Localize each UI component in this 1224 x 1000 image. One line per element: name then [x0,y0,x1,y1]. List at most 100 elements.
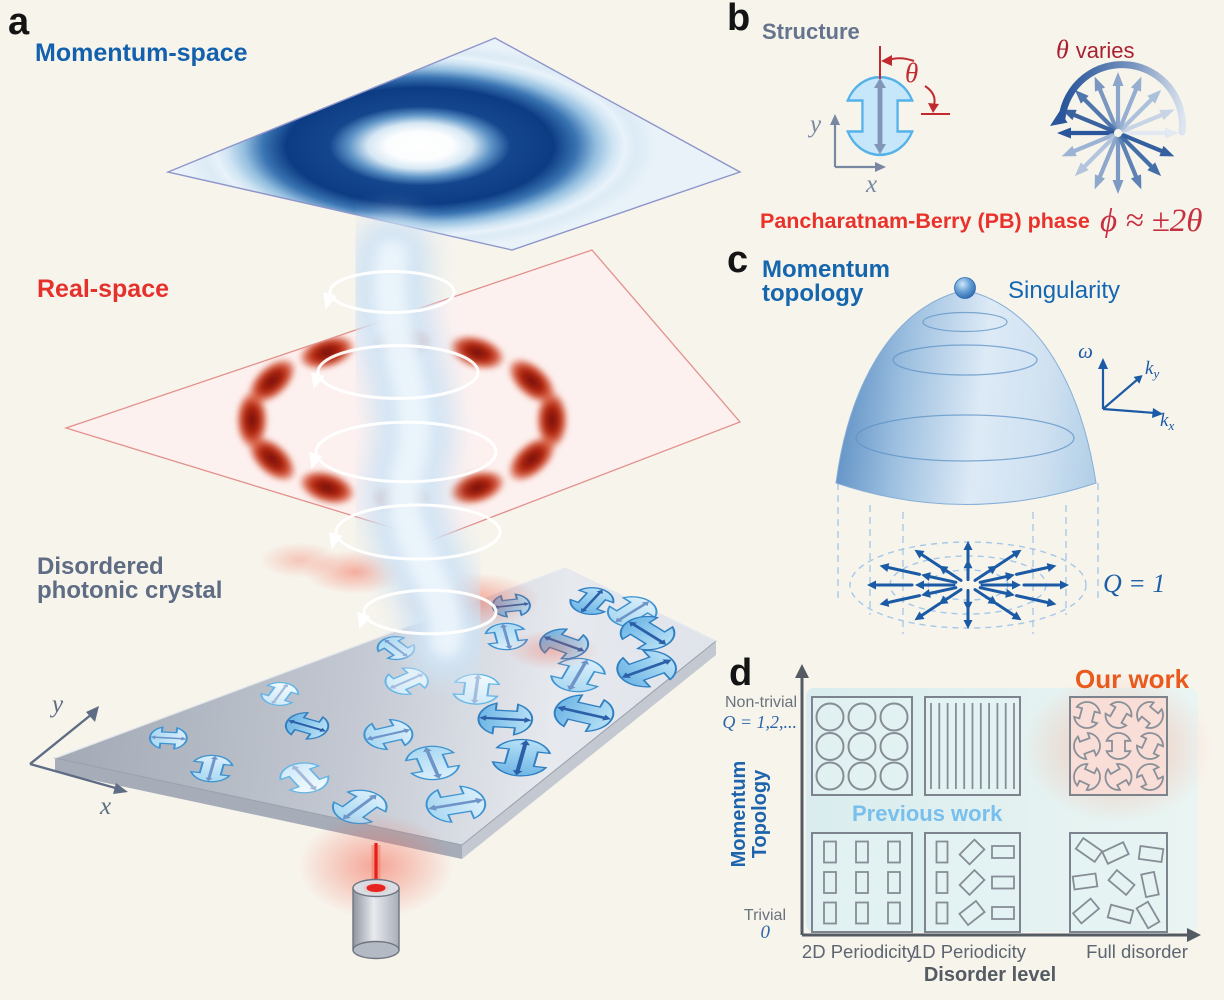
field-vector [994,553,1016,569]
slab-side-right [462,641,716,859]
box-contents [815,701,1165,930]
atom-arrow-head-icon [512,770,523,776]
rect-atom [823,871,837,894]
structure-title: Structure [762,19,860,44]
field-vector-head-icon [1011,611,1022,621]
meta-atom [260,681,300,706]
field-vector-head-icon [879,563,890,572]
star-arrow [1120,97,1154,131]
atom-arrow-head-icon [657,639,667,645]
field-vector-head-icon [938,565,949,575]
circle-atom [815,761,845,791]
panel-a-letter: a [8,1,30,43]
ibeam-outline [1104,701,1133,729]
crystal-label-line2: photonic crystal [37,577,222,604]
panel-a: y x a Momentum-space Real-space Disorder… [8,1,742,960]
atom-arrow-head-icon [403,728,411,734]
meta-atom-array [148,587,677,825]
random-rect-atom [1135,900,1161,930]
field-vector-head-icon [963,619,973,629]
atom-arrow-shaft [370,729,407,740]
k-symbol: k [1145,358,1154,379]
panel-d-letter: d [729,652,752,694]
helix-loop [316,344,480,400]
field-vector [928,586,958,595]
meta-atom [553,694,615,732]
y-axis-line [29,713,93,765]
atom-arrow-shaft [425,750,440,776]
kx-axis-line [1102,407,1156,415]
rect-atom [887,871,901,894]
ibeam-outline [1136,701,1164,729]
star-arrow [1118,87,1139,130]
x-axis-arrowhead-icon [875,162,886,172]
meta-atom [376,636,416,661]
panel-d: d Our work Previous work Non-trivial Q =… [722,652,1213,986]
meta-atom [491,738,552,777]
x-axis-title: Disorder level [924,964,1056,986]
x-axis-arrowhead-icon [113,783,128,794]
field-vector-head-icon [987,565,998,575]
ibeam-outline-path [1104,701,1133,729]
helix-loop [314,420,498,484]
atom-arrow-shaft [291,720,323,732]
random-rect-atom [1071,897,1101,925]
atom-arrow-shaft [569,662,587,688]
atom-arrow-head-icon [581,608,588,613]
ibeam-outline-path [1136,701,1164,729]
pump-laser [298,814,454,960]
field-vector-head-icon [921,572,931,582]
ibeam-outline [1136,732,1164,760]
ibeam-outline-path [1073,701,1101,729]
laser-cylinder-body [352,887,400,951]
star-arrowhead-icon [1147,89,1162,104]
meta-atom [452,673,501,705]
x-category-full: Full disorder [1086,941,1188,962]
momentum-space-label: Momentum-space [35,39,248,67]
circle-atom [879,761,909,791]
atom-arrow-head-icon [602,714,611,721]
atom-arrow-head-icon [641,601,650,607]
circle-atom [879,702,909,732]
atom-arrow-head-icon [402,653,408,657]
meta-atom [477,702,534,736]
star-arrowhead-icon [1130,174,1142,190]
random-rect-atom [1074,836,1104,864]
random-rect-atom [1101,841,1130,865]
field-vector-head-icon [1060,580,1069,590]
box-full-disorder [1069,832,1168,933]
tilted-rect-atom [958,899,986,927]
axis-y-label: y [49,691,64,718]
vortex-petal [535,390,569,450]
field-vector [886,594,922,604]
vortex-petal [247,435,297,483]
meta-atom [425,785,487,823]
rect-atom [887,901,901,925]
vortex-petal [447,469,507,506]
vortex-petal [447,334,507,371]
field-vector [944,569,963,582]
atom-arrow-head-icon [433,773,442,779]
field-vector [944,588,963,601]
atom-arrow-shaft [272,685,288,703]
singularity-sphere [954,277,976,299]
theta-symbol: θ [905,58,918,88]
atom-arrow-head-icon [368,794,377,800]
atom-arrow-head-icon [417,673,424,678]
atom-arrow-shaft [561,707,607,720]
meta-atom [148,726,188,750]
meta-atom [404,745,461,781]
atom-arrow-shaft [617,602,647,621]
star-arrow [1072,112,1115,133]
rect-atom [855,901,869,925]
random-rect-atom [1107,868,1136,897]
atom-arrow-shaft [153,736,183,740]
rect-atom [935,871,949,894]
helix-arrowhead-icon [309,452,323,470]
atom-arrow-head-icon [366,735,374,741]
field-vector [978,575,1008,584]
ibeam-outline-path [1073,763,1101,791]
box-1d-trivial [924,832,1021,933]
